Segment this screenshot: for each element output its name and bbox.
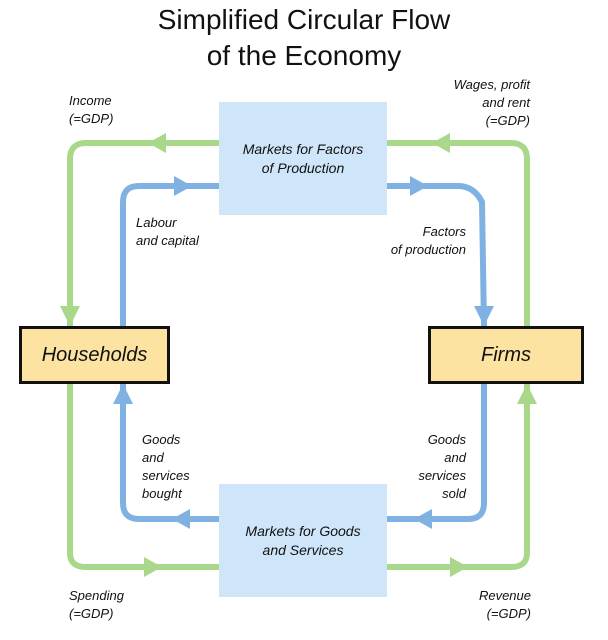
goods-bought-line-4: bought [142, 486, 182, 501]
arrow-goods-sold-left [414, 509, 432, 529]
goods-sold-line-3: services [418, 468, 466, 483]
arrow-spending-right [144, 557, 162, 577]
arrow-goods-bought-left [172, 509, 190, 529]
factor-market-node: Markets for Factors of Production [219, 102, 387, 215]
income-line-1: Income [69, 93, 112, 108]
wages-label: Wages, profit and rent (=GDP) [454, 76, 530, 130]
wages-line-3: (=GDP) [485, 113, 530, 128]
goods-sold-line-1: Goods [427, 432, 466, 447]
arrow-households-up [113, 384, 133, 404]
labour-line-2: and capital [136, 233, 199, 248]
goods-bought-label: Goods and services bought [142, 431, 190, 503]
factors-label: Factors of production [391, 223, 466, 259]
title-line-1: Simplified Circular Flow [157, 4, 451, 35]
revenue-line-1: Revenue [478, 588, 531, 603]
spending-line-2: (=GDP) [69, 606, 114, 621]
firms-label: Firms [481, 343, 531, 366]
spending-line-1: Spending [69, 588, 124, 603]
income-label: Income (=GDP) [69, 92, 113, 128]
wages-line-2: and rent [482, 95, 530, 110]
revenue-label: Revenue (=GDP) [479, 587, 531, 623]
arrow-firms-up [517, 384, 537, 404]
goods-bought-line-3: services [142, 468, 190, 483]
goods-bought-line-1: Goods [142, 432, 181, 447]
arrow-income-left [148, 133, 166, 153]
factor-market-line-1: Markets for Factors [242, 140, 364, 157]
money-arrowheads [60, 133, 537, 577]
title-line-2: of the Economy [206, 40, 402, 71]
arrow-wages-left [432, 133, 450, 153]
firms-node: Firms [428, 326, 584, 384]
revenue-line-2: (=GDP) [486, 606, 531, 621]
factors-line-2: of production [390, 242, 466, 257]
households-label: Households [41, 343, 148, 366]
arrow-households-down [60, 306, 80, 326]
goods-sold-line-4: sold [442, 486, 466, 501]
goods-market-line-1: Markets for Goods [245, 522, 361, 539]
real-arrowheads [113, 176, 494, 529]
goods-market-line-2: and Services [262, 541, 344, 558]
wages-line-1: Wages, profit [453, 77, 530, 92]
factors-line-1: Factors [422, 224, 466, 239]
goods-sold-line-2: and [444, 450, 466, 465]
arrow-labour-right [174, 176, 192, 196]
diagram-title: Simplified Circular Flow of the Economy [0, 2, 608, 74]
factor-market-line-2: of Production [261, 159, 345, 176]
goods-bought-line-2: and [142, 450, 164, 465]
arrow-revenue-right [450, 557, 468, 577]
labour-label: Labour and capital [136, 214, 199, 250]
spending-label: Spending (=GDP) [69, 587, 124, 623]
income-line-2: (=GDP) [69, 111, 114, 126]
arrow-firms-down [474, 306, 494, 326]
goods-sold-label: Goods and services sold [418, 431, 466, 503]
arrow-factors-right [410, 176, 428, 196]
goods-market-node: Markets for Goods and Services [219, 484, 387, 597]
labour-line-1: Labour [136, 215, 177, 230]
households-node: Households [19, 326, 170, 384]
